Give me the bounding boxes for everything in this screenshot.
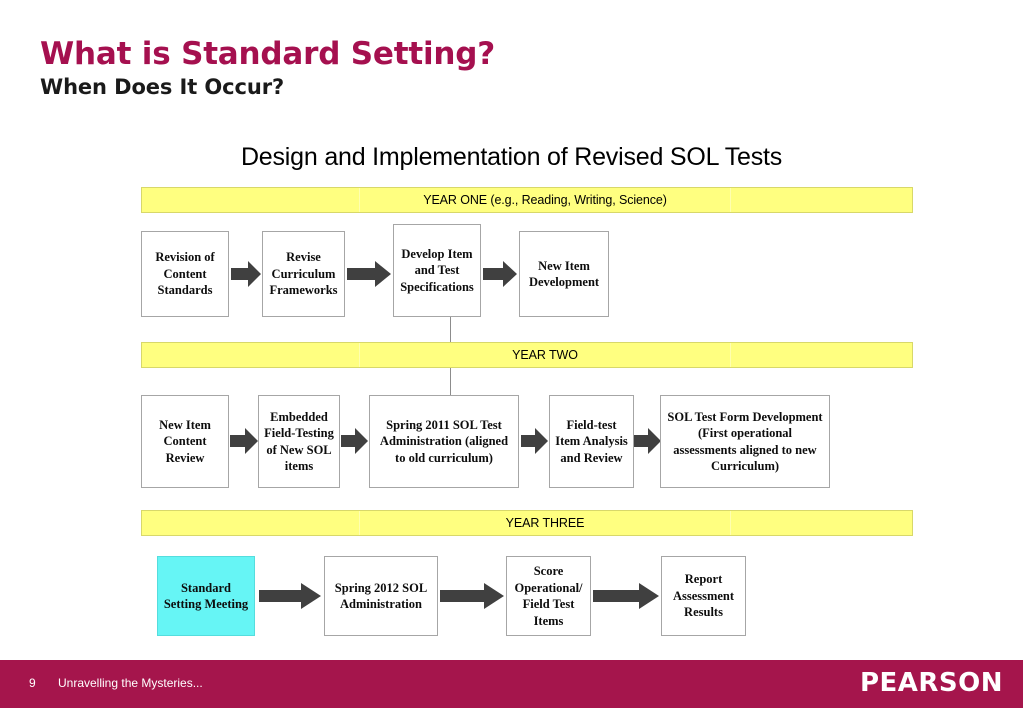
footer-note: Unravelling the Mysteries... [58, 676, 203, 690]
year-bar-divider [730, 511, 731, 535]
process-step-box: Develop Item and Test Specifications [393, 224, 481, 317]
process-step-label: Field-test Item Analysis and Review [555, 417, 628, 465]
process-step-box: Revise Curriculum Frameworks [262, 231, 345, 317]
process-step-label: Develop Item and Test Specifications [400, 246, 474, 294]
process-step-box-standard-setting-meeting: Standard Setting Meeting [157, 556, 255, 636]
process-step-box: Field-test Item Analysis and Review [549, 395, 634, 488]
process-step-label: Revise Curriculum Frameworks [269, 250, 338, 298]
page-title: What is Standard Setting? [40, 36, 496, 72]
process-step-label: Spring 2011 SOL Test Administration (ali… [379, 417, 509, 465]
flow-arrow [521, 428, 548, 454]
process-step-box: New Item Development [519, 231, 609, 317]
year-bar-one-label: YEAR ONE (e.g., Reading, Writing, Scienc… [423, 193, 667, 207]
year-bar-three: YEAR THREE [141, 510, 913, 536]
process-step-label: SOL Test Form Development (First operati… [667, 409, 823, 474]
flow-arrow [347, 261, 391, 287]
year-bar-divider [730, 188, 731, 212]
process-step-label: Score Operational/ Field Test Items [514, 564, 583, 628]
flow-connector-vertical [450, 368, 451, 418]
slide-footer: 9 Unravelling the Mysteries... PEARSON [0, 660, 1023, 708]
footer-page-number: 9 [29, 676, 36, 690]
page-subtitle: When Does It Occur? [40, 75, 285, 100]
process-step-label: Embedded Field-Testing of New SOL items [264, 409, 334, 474]
flow-arrow [341, 428, 368, 454]
flow-arrow [483, 261, 517, 287]
flow-arrow [440, 583, 504, 609]
year-bar-three-label: YEAR THREE [505, 516, 585, 530]
flow-arrow [230, 428, 258, 454]
process-diagram: Design and Implementation of Revised SOL… [0, 130, 1023, 650]
year-bar-divider [730, 343, 731, 367]
process-step-label: New Item Development [528, 258, 600, 290]
process-step-label: Standard Setting Meeting [163, 580, 249, 612]
process-step-box: Report Assessment Results [661, 556, 746, 636]
process-step-box: Embedded Field-Testing of New SOL items [258, 395, 340, 488]
year-bar-one: YEAR ONE (e.g., Reading, Writing, Scienc… [141, 187, 913, 213]
process-step-box: Spring 2011 SOL Test Administration (ali… [369, 395, 519, 488]
year-bar-two: YEAR TWO [141, 342, 913, 368]
process-step-box: Score Operational/ Field Test Items [506, 556, 591, 636]
process-step-box: New Item Content Review [141, 395, 229, 488]
process-step-box: SOL Test Form Development (First operati… [660, 395, 830, 488]
process-step-label: Spring 2012 SOL Administration [334, 580, 428, 612]
process-step-box: Spring 2012 SOL Administration [324, 556, 438, 636]
flow-arrow [231, 261, 261, 287]
process-step-label: Report Assessment Results [672, 572, 735, 620]
slide-header: What is Standard Setting? When Does It O… [40, 36, 940, 100]
year-bar-two-label: YEAR TWO [512, 348, 578, 362]
flow-arrow [634, 428, 661, 454]
diagram-title: Design and Implementation of Revised SOL… [240, 143, 783, 171]
process-step-label: Revision of Content Standards [155, 250, 215, 298]
flow-arrow [259, 583, 321, 609]
pearson-logo: PEARSON [859, 668, 1003, 698]
process-step-box: Revision of Content Standards [141, 231, 229, 317]
year-bar-divider [359, 188, 360, 212]
process-step-label: New Item Content Review [159, 417, 211, 465]
year-bar-divider [359, 511, 360, 535]
flow-arrow [593, 583, 659, 609]
year-bar-divider [359, 343, 360, 367]
